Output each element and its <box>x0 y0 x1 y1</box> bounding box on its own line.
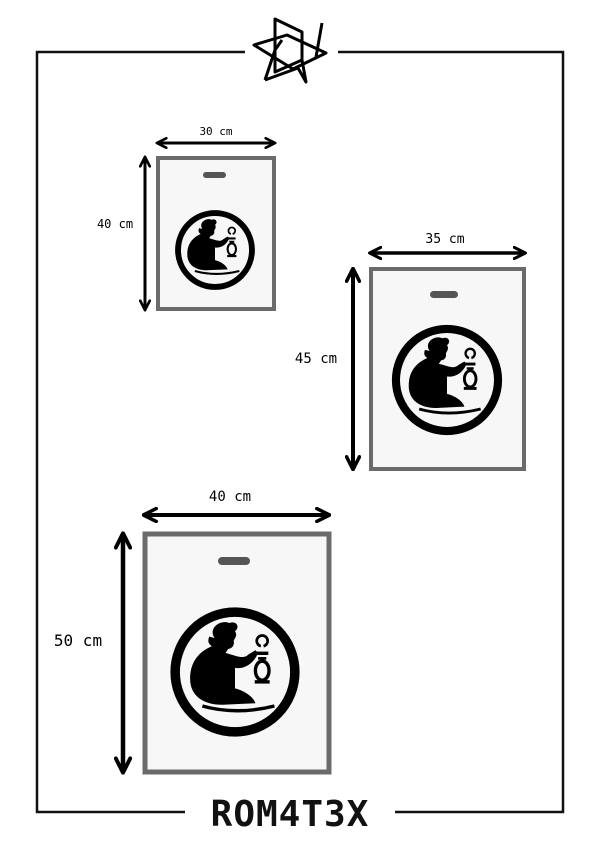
width-label: 30 cm <box>199 125 232 138</box>
bag-handle-slot <box>430 291 458 298</box>
bag-handle-slot <box>203 172 226 178</box>
bag-handle-slot <box>218 557 250 565</box>
height-label: 50 cm <box>54 631 102 650</box>
bag-small: 30 cm 40 cm <box>97 125 274 309</box>
width-label: 40 cm <box>209 489 251 505</box>
frame-border <box>35 50 565 814</box>
width-label: 35 cm <box>425 232 464 247</box>
bag-medium: 35 cm 45 cm <box>295 232 524 469</box>
height-label: 45 cm <box>295 351 337 367</box>
brand-wordmark: ROM4T3X <box>211 794 370 835</box>
interlocked-star-logo-icon <box>252 17 328 84</box>
height-label: 40 cm <box>97 217 133 231</box>
bag-large: 40 cm 50 cm <box>54 489 332 772</box>
